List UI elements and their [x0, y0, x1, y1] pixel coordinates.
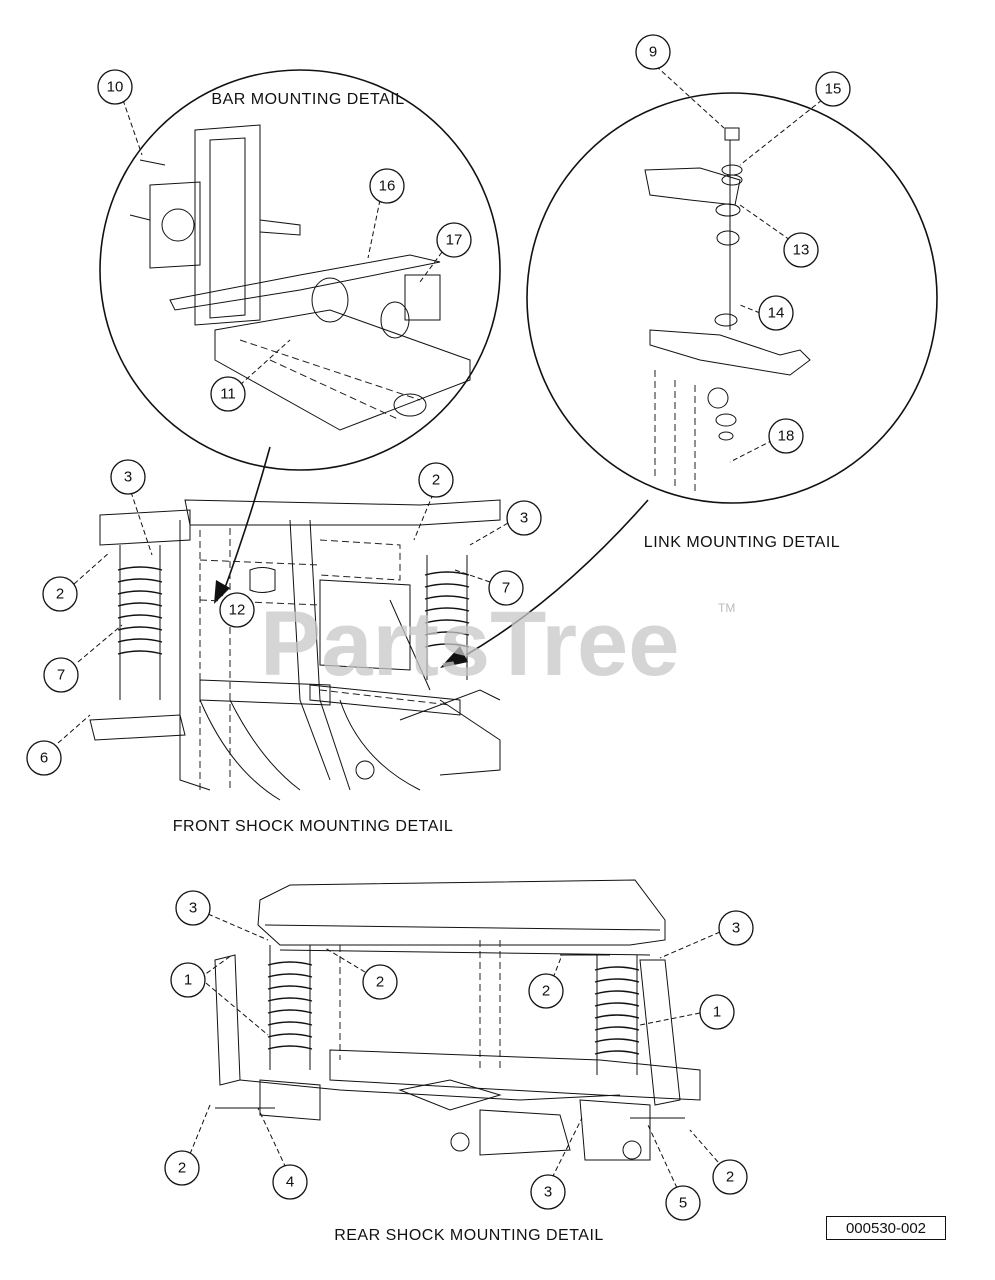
svg-text:3: 3: [544, 1184, 552, 1201]
rear-detail-caption: REAR SHOCK MOUNTING DETAIL: [334, 1227, 604, 1244]
callout-18: 18: [768, 418, 804, 454]
bar-detail-arrowhead: [214, 580, 230, 604]
front-callouts: 3 2 2 3 7 12 7 6: [26, 459, 542, 776]
callout-2-front-left: 2: [42, 576, 78, 612]
callout-16: 16: [369, 168, 405, 204]
callout-17: 17: [436, 222, 472, 258]
link-callouts: 9 15 13 14 18: [635, 34, 851, 454]
callout-2-rear-top-right: 2: [528, 973, 564, 1009]
bar-detail-circle: [99, 69, 501, 471]
svg-text:17: 17: [446, 232, 463, 249]
callout-2-rear-bottom-right: 2: [712, 1159, 748, 1195]
link-mounting-detail: LINK MOUNTING DETAIL: [526, 92, 938, 551]
front-detail-caption: FRONT SHOCK MOUNTING DETAIL: [173, 818, 453, 835]
callout-3-front-right: 3: [506, 500, 542, 536]
callout-7-front-left: 7: [43, 657, 79, 693]
svg-text:4: 4: [286, 1174, 294, 1191]
bar-mounting-detail: BAR MOUNTING DETAIL: [99, 69, 501, 471]
partstree-watermark: PartsTree TM: [260, 593, 735, 695]
rear-frame-drawing: [214, 879, 701, 1161]
front-shock-mounting-detail: FRONT SHOCK MOUNTING DETAIL: [89, 499, 501, 835]
svg-text:7: 7: [57, 667, 65, 684]
callout-3-front-left: 3: [110, 459, 146, 495]
callout-1-rear-left: 1: [170, 962, 206, 998]
svg-text:2: 2: [432, 472, 440, 489]
front-right-spring: [424, 555, 470, 680]
callout-4: 4: [272, 1164, 308, 1200]
callout-13: 13: [783, 232, 819, 268]
svg-text:1: 1: [713, 1004, 721, 1021]
svg-text:13: 13: [793, 242, 810, 259]
watermark-text: PartsTree: [260, 593, 679, 695]
svg-text:2: 2: [56, 586, 64, 603]
callout-7-front-right: 7: [488, 570, 524, 606]
svg-text:5: 5: [679, 1195, 687, 1212]
svg-text:2: 2: [542, 983, 550, 1000]
callout-2-rear-top-left: 2: [362, 964, 398, 1000]
svg-text:2: 2: [178, 1160, 186, 1177]
rear-left-spring: [267, 945, 313, 1070]
callout-10: 10: [97, 69, 133, 105]
callout-15: 15: [815, 71, 851, 107]
svg-text:2: 2: [376, 974, 384, 991]
svg-text:15: 15: [825, 81, 842, 98]
svg-text:16: 16: [379, 178, 396, 195]
svg-text:3: 3: [189, 900, 197, 917]
callout-9: 9: [635, 34, 671, 70]
bar-callouts: 10 16 17 11: [97, 69, 472, 412]
callout-2-rear-bottom-left: 2: [164, 1150, 200, 1186]
callout-1-rear-right: 1: [699, 994, 735, 1030]
front-frame-drawing: [89, 499, 501, 801]
rear-right-spring: [594, 955, 640, 1075]
svg-text:3: 3: [520, 510, 528, 527]
svg-text:9: 9: [649, 44, 657, 61]
callout-3-rear-bottom: 3: [530, 1174, 566, 1210]
svg-text:2: 2: [726, 1169, 734, 1186]
svg-text:11: 11: [220, 386, 236, 403]
link-detail-arrowhead: [440, 646, 468, 668]
front-left-spring: [117, 545, 163, 700]
svg-text:12: 12: [229, 602, 246, 619]
callout-3-rear-left: 3: [175, 890, 211, 926]
watermark-trademark: TM: [718, 601, 735, 615]
bar-detail-drawing: [129, 124, 471, 431]
rear-callouts: 3 1 2 2 3 1 2 4 3 5 2: [164, 890, 754, 1221]
svg-text:6: 6: [40, 750, 48, 767]
svg-text:3: 3: [124, 469, 132, 486]
reference-number: 000530-002: [826, 1216, 946, 1240]
link-detail-caption: LINK MOUNTING DETAIL: [644, 534, 840, 551]
svg-text:3: 3: [732, 920, 740, 937]
callout-12: 12: [219, 592, 255, 628]
callout-2-front-right: 2: [418, 462, 454, 498]
link-detail-drawing: [644, 127, 811, 495]
svg-text:14: 14: [768, 305, 785, 322]
callout-3-rear-right: 3: [718, 910, 754, 946]
bar-detail-caption: BAR MOUNTING DETAIL: [211, 91, 404, 108]
detail-arrows: [214, 446, 649, 668]
callout-11: 11: [210, 376, 246, 412]
svg-text:1: 1: [184, 972, 192, 989]
rear-shock-mounting-detail: REAR SHOCK MOUNTING DETAIL: [214, 879, 701, 1244]
callout-14: 14: [758, 295, 794, 331]
leader-lines: [57, 65, 823, 1189]
svg-text:7: 7: [502, 580, 510, 597]
callout-5: 5: [665, 1185, 701, 1221]
callout-6: 6: [26, 740, 62, 776]
link-detail-circle: [526, 92, 938, 504]
svg-text:10: 10: [107, 79, 124, 96]
svg-text:18: 18: [778, 428, 795, 445]
